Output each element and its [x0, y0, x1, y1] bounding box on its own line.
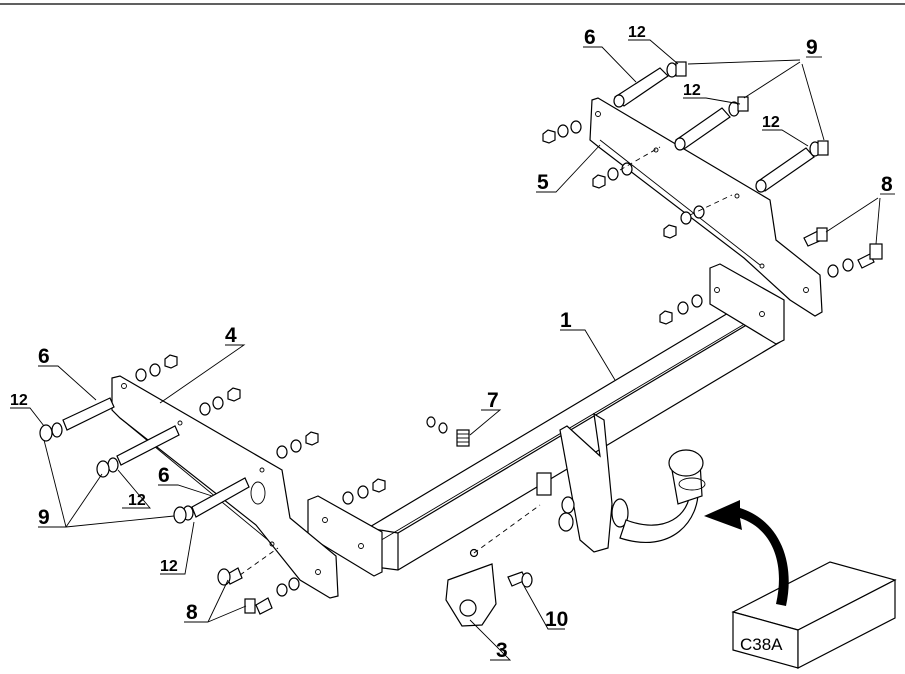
spacer-tubes-top-right [613, 61, 829, 193]
left-bracket-part-4 [111, 375, 339, 599]
callout-12-a: 12 [628, 24, 646, 41]
tow-ball-hitch [536, 412, 706, 553]
callout-12-c: 12 [762, 114, 780, 131]
callout-9-left: 9 [38, 506, 50, 529]
callout-12-b: 12 [683, 82, 701, 99]
main-crossbar-part-1 [307, 263, 785, 577]
callout-5: 5 [537, 171, 549, 194]
callout-4: 4 [225, 324, 237, 347]
kit-box: C38A [731, 561, 897, 669]
spacer-tubes-left [39, 397, 250, 524]
rotate-arrow-icon [704, 500, 789, 606]
nuts-washers-left-bracket [135, 354, 386, 505]
callout-12-d: 12 [10, 392, 28, 409]
right-bracket-part-5 [589, 97, 823, 317]
callout-12-f: 12 [160, 558, 178, 575]
kit-box-label: C38A [740, 635, 783, 654]
callout-12-e: 12 [128, 492, 146, 509]
callout-10: 10 [545, 608, 568, 631]
callout-8-right: 8 [881, 173, 893, 196]
leader-lines [10, 39, 895, 661]
callout-7: 7 [487, 389, 499, 412]
callout-8-left: 8 [186, 601, 198, 624]
socket-plate-part-3 [445, 504, 541, 627]
part-7-fastener [426, 416, 470, 447]
callout-9-top: 9 [806, 36, 818, 59]
nuts-washers-right-bracket [542, 120, 733, 325]
callout-3: 3 [496, 639, 508, 662]
bolts-right-part-8 [803, 227, 883, 278]
callout-6-left: 6 [38, 345, 50, 368]
callout-1: 1 [560, 309, 572, 332]
callout-6-top: 6 [584, 26, 596, 49]
bolts-left-part-8 [217, 547, 300, 615]
callout-6-mid: 6 [158, 464, 170, 487]
